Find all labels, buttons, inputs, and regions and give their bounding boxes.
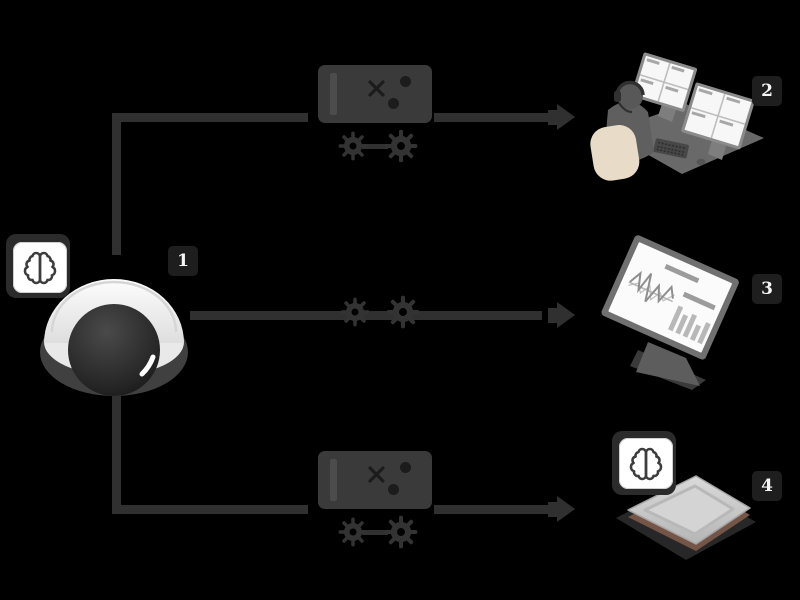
connector-line-bottom-left (112, 505, 308, 514)
brain-badge (13, 242, 67, 293)
gear-link-line (362, 144, 388, 149)
mouse (696, 158, 706, 166)
arrow-head (557, 302, 575, 328)
arrow-tail (548, 109, 557, 125)
monitor-stand (636, 342, 700, 386)
step-badge-4: 4 (752, 471, 782, 501)
arrow-tail (548, 307, 557, 323)
dome-camera-icon (40, 279, 188, 396)
gear-icon (384, 129, 418, 163)
arrow-head (557, 104, 575, 130)
quad-view-monitor-left (631, 52, 698, 112)
flow-arrow-icon-middle (548, 302, 575, 328)
step-badge-3: 3 (752, 274, 782, 304)
connector-line-bottom-vertical (112, 395, 121, 510)
fan-icon (368, 466, 385, 483)
connector-line-bottom-right (434, 505, 548, 514)
flow-arrow-icon-bottom (548, 496, 575, 522)
led-dot (388, 98, 399, 109)
connector-line-top-left (112, 113, 308, 122)
arrow-head (557, 496, 575, 522)
brain-icon (23, 251, 57, 284)
brain-badge (619, 438, 673, 489)
report-title-bar (682, 291, 716, 311)
gear-link-line (362, 530, 388, 535)
keyboard (653, 138, 689, 159)
led-dot (400, 462, 411, 473)
headset-earcup (614, 91, 621, 102)
gear-icon (384, 515, 418, 549)
recorder-box-icon-top (318, 65, 432, 123)
gear-icon (338, 517, 368, 547)
connector-line-middle (190, 311, 542, 320)
dome-ring (50, 280, 178, 333)
brain-icon (629, 447, 663, 480)
vent-slot (330, 459, 337, 501)
vent-slot (330, 73, 337, 115)
gear-icon (386, 295, 420, 329)
monitor-screen-group (601, 235, 739, 360)
led-dot (400, 76, 411, 87)
report-title-bar (664, 263, 700, 284)
led-dot (388, 484, 399, 495)
arrow-tail (548, 501, 557, 517)
operator-head (617, 83, 643, 109)
flow-arrow-icon-top (548, 104, 575, 130)
chip-inner-ridge (643, 484, 735, 536)
connector-line-top-vertical (112, 113, 121, 255)
step-badge-1: 1 (168, 246, 198, 276)
bar-chart (668, 305, 711, 345)
headset-mic (618, 102, 633, 114)
gear-icon (340, 297, 370, 327)
camera-lens (68, 304, 160, 396)
quad-view-monitor-right (681, 82, 755, 150)
recorder-box-icon-bottom (318, 451, 432, 509)
monitor-stand (708, 140, 726, 160)
operator-workstation-icon (590, 52, 764, 181)
connector-line-top-right (434, 113, 548, 122)
chair (590, 125, 640, 181)
dashboard-monitor-icon (601, 235, 739, 390)
gear-icon (338, 131, 368, 161)
lens-highlight (139, 354, 156, 377)
processor-chip-icon (616, 475, 756, 560)
step-badge-2: 2 (752, 76, 782, 106)
fan-icon (368, 80, 385, 97)
line-chart (629, 270, 674, 304)
